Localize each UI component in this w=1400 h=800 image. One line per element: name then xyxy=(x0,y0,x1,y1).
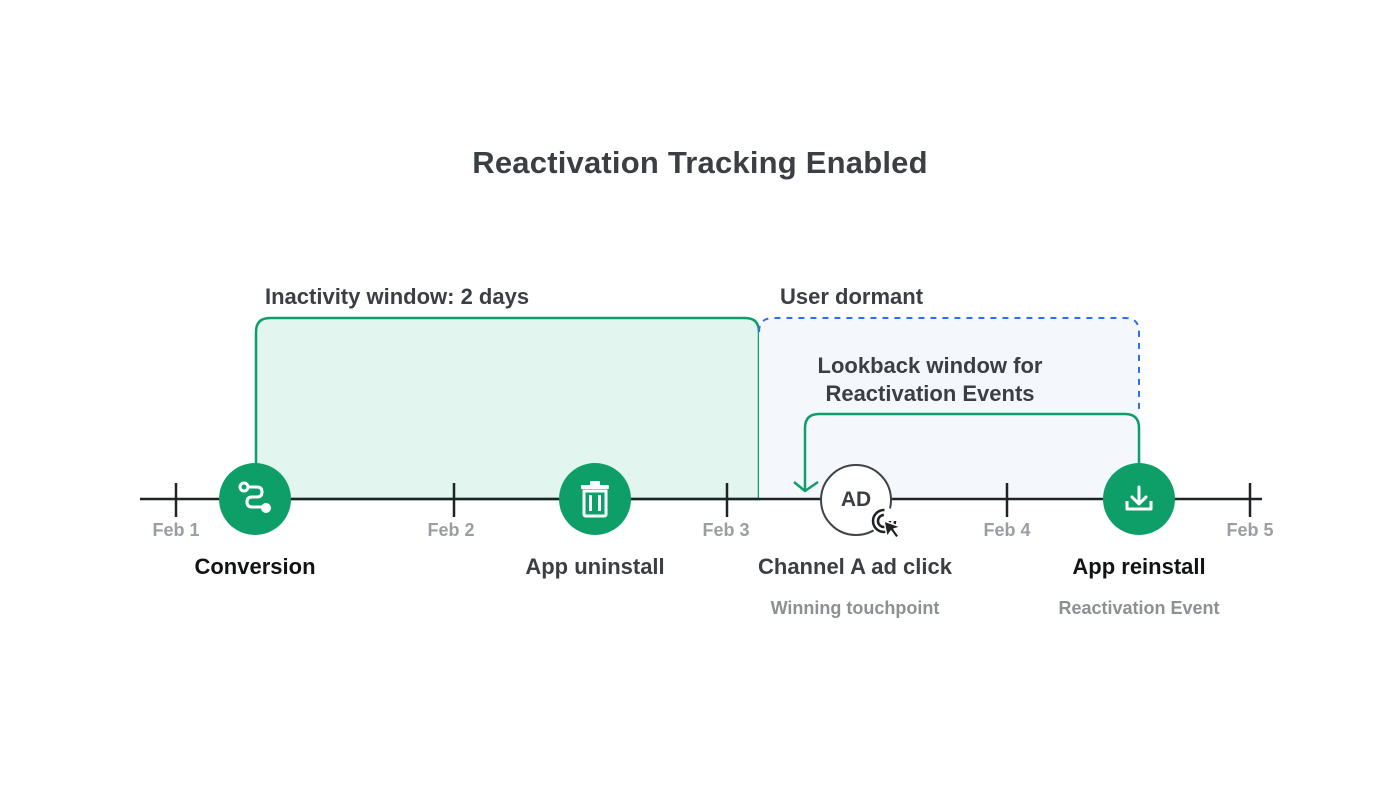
inactivity-window-region xyxy=(254,316,761,501)
diagram-title: Reactivation Tracking Enabled xyxy=(472,145,928,180)
lookback-label-line-2: Reactivation Events xyxy=(825,381,1035,406)
cursor-click-icon xyxy=(870,507,902,539)
date-label-feb-4: Feb 4 xyxy=(983,520,1031,540)
app-reinstall-label: App reinstall xyxy=(1072,554,1206,579)
date-label-feb-5: Feb 5 xyxy=(1226,520,1274,540)
reactivation-event-label: Reactivation Event xyxy=(1058,598,1220,618)
ad-click-node: AD xyxy=(820,464,892,536)
app-reinstall-node xyxy=(1103,463,1175,535)
ad-click-label: Channel A ad click xyxy=(758,554,952,579)
lookback-arrowhead xyxy=(793,480,819,493)
app-uninstall-node xyxy=(559,463,631,535)
user-dormant-label: User dormant xyxy=(780,284,924,309)
ad-badge-text: AD xyxy=(840,488,872,511)
conversion-node xyxy=(219,463,291,535)
date-label-feb-1: Feb 1 xyxy=(152,520,200,540)
winning-touchpoint-label: Winning touchpoint xyxy=(770,598,940,618)
lookback-label-line-1: Lookback window for xyxy=(817,353,1043,378)
conversion-label: Conversion xyxy=(194,554,316,579)
app-uninstall-label: App uninstall xyxy=(525,554,665,579)
trash-icon xyxy=(581,481,609,518)
date-label-feb-2: Feb 2 xyxy=(427,520,475,540)
lookback-window-label: Lookback window for Reactivation Events xyxy=(780,352,1080,408)
date-label-feb-3: Feb 3 xyxy=(702,520,750,540)
download-icon xyxy=(1125,485,1153,511)
conversion-path-icon xyxy=(238,481,271,513)
inactivity-window-label: Inactivity window: 2 days xyxy=(265,284,530,309)
lookback-bracket xyxy=(803,412,1141,490)
dormant-region-border xyxy=(758,317,1140,412)
dormant-region xyxy=(759,318,1139,499)
